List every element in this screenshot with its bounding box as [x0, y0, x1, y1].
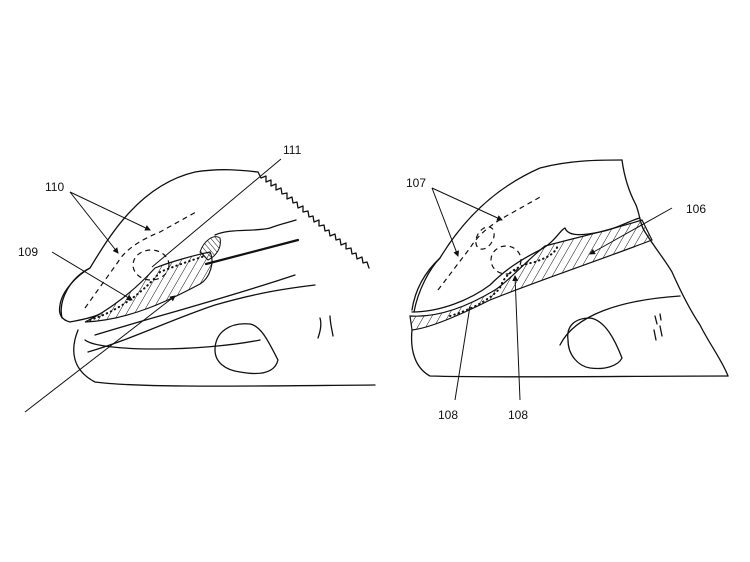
leader-108-a	[454, 305, 471, 401]
right-lower-curve	[559, 295, 681, 346]
left-hatched-cuticle	[199, 236, 221, 261]
left-cut-edge	[257, 171, 370, 269]
right-wrinkle-2	[659, 313, 662, 321]
label-108-a: 108	[438, 408, 458, 422]
left-fingertip	[58, 267, 101, 323]
right-underside	[410, 329, 729, 378]
leader-107-b	[431, 187, 503, 221]
leader-110-b	[69, 191, 151, 231]
right-cut-edge	[621, 159, 729, 377]
leader-109	[51, 251, 133, 301]
left-finger-figure: 110 109 111	[18, 143, 376, 413]
right-fingertip	[413, 257, 441, 313]
right-dotted-line	[449, 244, 559, 317]
leader-110-a	[69, 191, 119, 254]
right-dashed-oval	[475, 226, 495, 250]
left-wrinkle-2	[329, 315, 334, 337]
left-underside-inner	[84, 339, 261, 350]
left-dashed-axis	[84, 211, 197, 309]
left-lower-curve-2	[87, 284, 316, 353]
right-finger-outline	[411, 159, 623, 311]
leader-108-b	[512, 275, 521, 401]
right-wrinkle-1	[654, 315, 658, 325]
right-finger-figure: 107 106 108 108	[406, 159, 729, 422]
leader-111	[151, 158, 282, 268]
left-lower-curve-1	[94, 274, 296, 336]
label-106: 106	[686, 202, 706, 216]
right-hatched-nail	[409, 219, 653, 331]
left-hatched-nail	[84, 251, 213, 323]
right-finger-pad	[567, 317, 623, 370]
left-dotted-line	[89, 255, 206, 321]
right-wrinkle-4	[659, 325, 663, 337]
right-dashed-circle	[490, 245, 522, 275]
left-finger-pad	[214, 323, 279, 375]
leader-107-a	[431, 187, 460, 257]
right-wrinkle-3	[653, 329, 657, 341]
label-109: 109	[18, 245, 38, 259]
left-bold-ridge	[204, 238, 300, 266]
leader-long-arrow	[24, 295, 176, 413]
left-underside	[73, 329, 376, 387]
label-108-b: 108	[508, 408, 528, 422]
leader-106	[589, 207, 673, 255]
left-nail-fold	[214, 219, 297, 236]
label-111: 111	[283, 143, 302, 157]
left-dashed-circle	[132, 249, 170, 281]
left-wrinkle-1	[317, 317, 322, 339]
label-110: 110	[45, 180, 64, 194]
label-107: 107	[406, 176, 426, 190]
